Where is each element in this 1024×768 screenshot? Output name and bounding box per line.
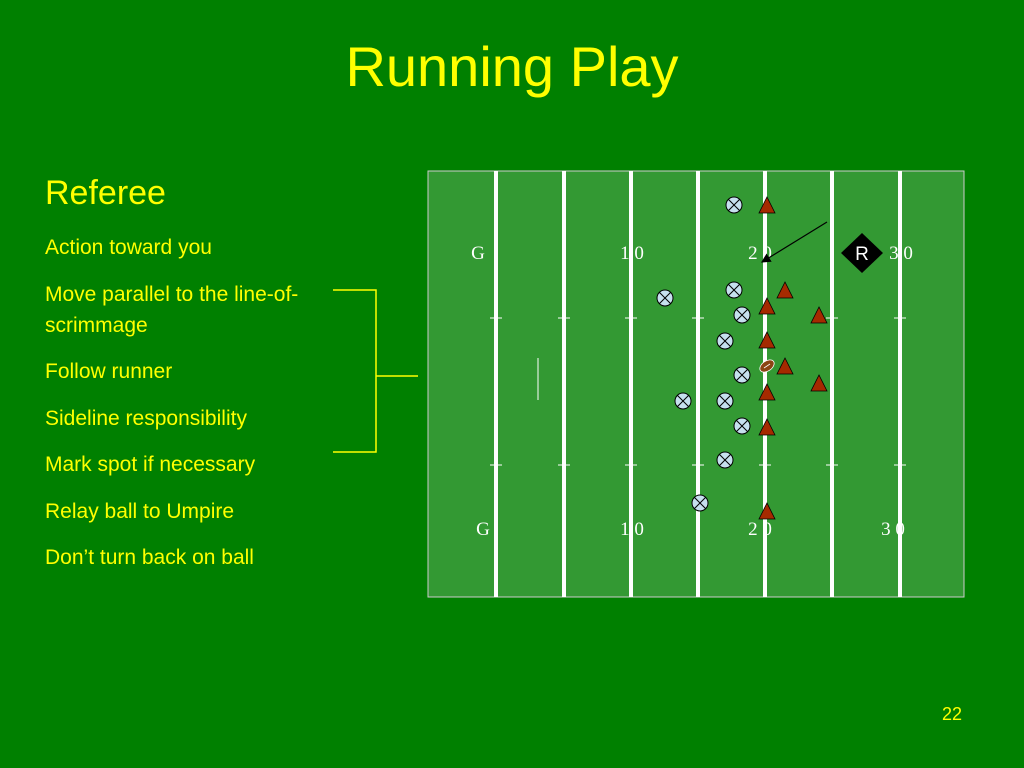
bullet-item: Follow runner (45, 360, 173, 383)
bullet-item: Relay ball to Umpire (45, 499, 235, 523)
offense-player-icon (810, 374, 828, 392)
bullet-item: Mark spot if necessary (45, 453, 256, 476)
defense-player-icon (656, 289, 674, 307)
yard-label-top: 3 0 (889, 243, 913, 264)
offense-player-icon (758, 331, 776, 349)
defense-players (656, 196, 751, 512)
defense-player-icon (716, 332, 734, 350)
offense-player-icon (758, 196, 776, 214)
offense-player-icon (758, 297, 776, 315)
referee-movement-arrow (760, 221, 828, 263)
defense-player-icon (733, 366, 751, 384)
bullet-item: Move parallel to the line-of-scrimmage (45, 282, 299, 337)
bullet-item: Don’t turn back on ball (45, 546, 254, 569)
yard-label-top: 1 0 (620, 243, 644, 264)
defense-player-icon (733, 417, 751, 435)
defense-player-icon (725, 196, 743, 214)
referee-marker-label: R (855, 244, 869, 265)
yard-label-bottom: 2 0 (748, 519, 772, 540)
responsibility-list: Action toward you Move parallel to the l… (45, 232, 345, 589)
yard-label-bottom: 1 0 (620, 519, 644, 540)
referee-marker-icon (841, 233, 883, 273)
role-heading: Referee (45, 174, 166, 212)
offense-player-icon (776, 357, 794, 375)
page-number: 22 (941, 704, 962, 724)
yard-label-bottom: G (476, 519, 490, 540)
offense-players (758, 196, 828, 520)
offense-player-icon (758, 383, 776, 401)
offense-player-icon (810, 306, 828, 324)
yard-label-top: G (471, 243, 485, 264)
offense-player-icon (776, 281, 794, 299)
defense-player-icon (674, 392, 692, 410)
defense-player-icon (733, 306, 751, 324)
defense-player-icon (725, 281, 743, 299)
offense-player-icon (758, 418, 776, 436)
slide-title: Running Play (345, 35, 679, 98)
yard-label-top: 2 0 (748, 243, 772, 264)
defense-player-icon (716, 392, 734, 410)
offense-player-icon (758, 502, 776, 520)
hash-marks (490, 317, 906, 466)
defense-player-icon (716, 451, 734, 469)
yard-label-bottom: 3 0 (881, 519, 905, 540)
defense-player-icon (691, 494, 709, 512)
bullet-item: Action toward you (45, 236, 212, 259)
football-icon (759, 359, 775, 373)
bullet-item: Sideline responsibility (45, 406, 247, 430)
